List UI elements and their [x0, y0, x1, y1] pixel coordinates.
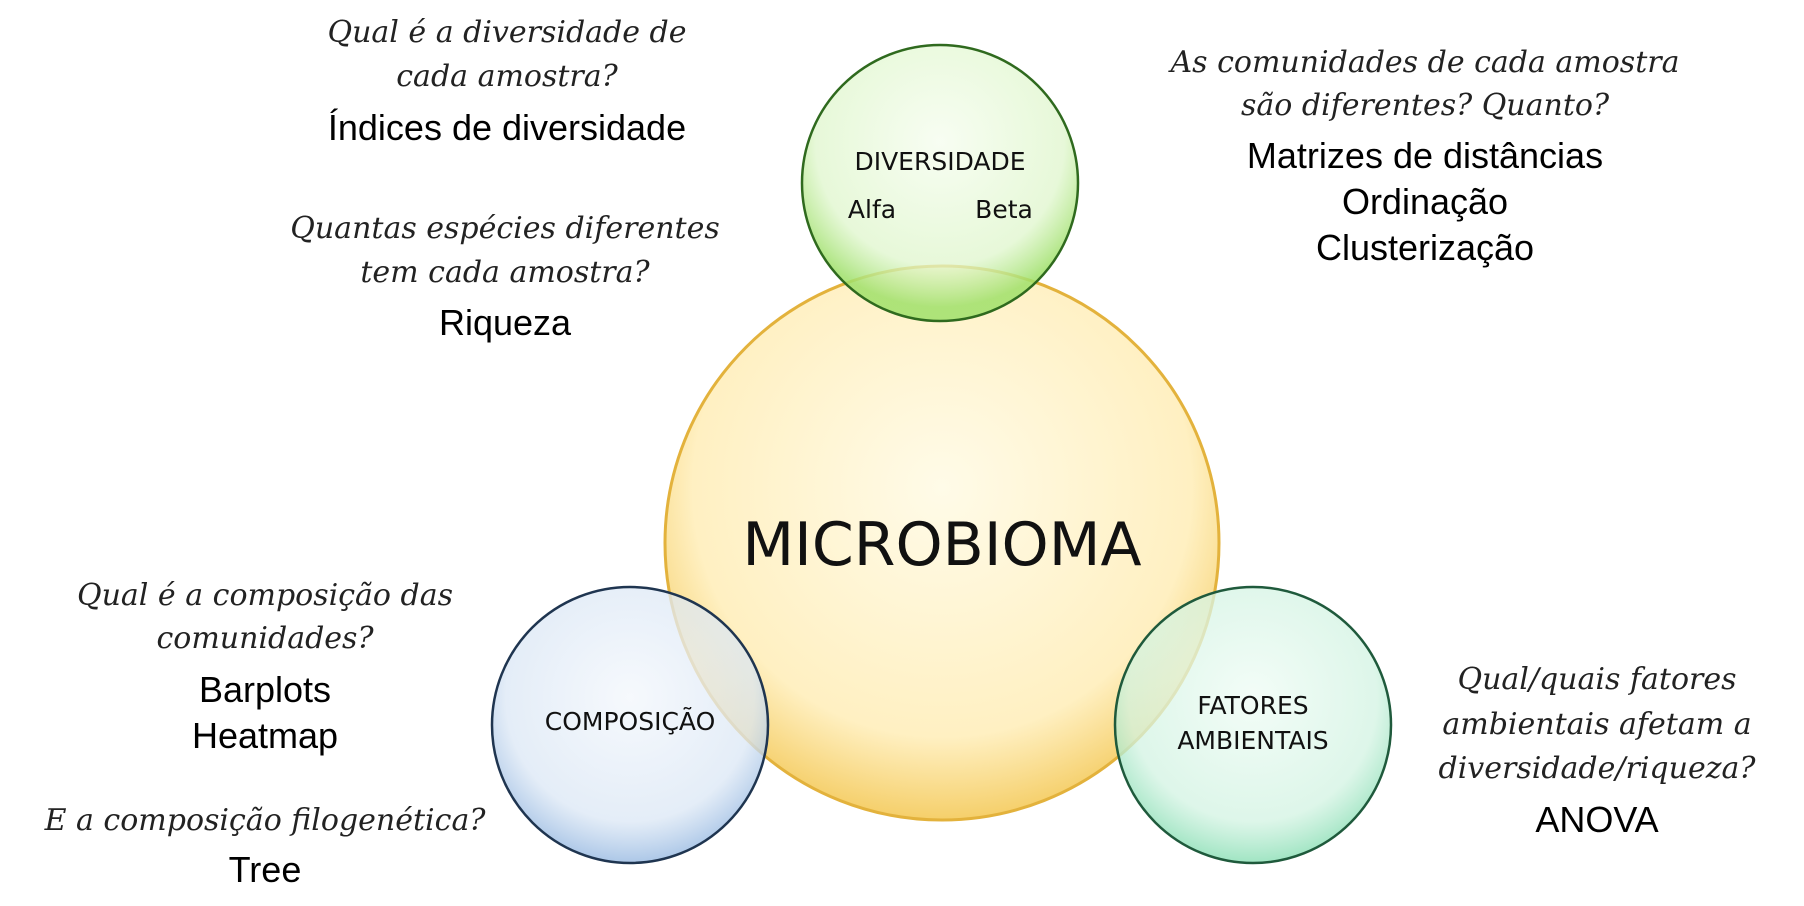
beta-question-block: As comunidades de cada amostra são difer… — [1167, 45, 1679, 268]
question-line: ambientais afetam a — [1442, 707, 1751, 742]
filogenetica-question-block: E a composição filogenética? Tree — [44, 803, 487, 890]
question-line: comunidades? — [156, 621, 374, 656]
answer-text: Índices de diversidade — [328, 107, 686, 148]
answer-text: Clusterização — [1316, 227, 1534, 268]
answer-text: Barplots — [199, 669, 331, 710]
diversidade-label: DIVERSIDADE — [854, 147, 1025, 176]
answer-text: Riqueza — [439, 302, 572, 343]
question-line: cada amostra? — [396, 59, 618, 94]
question-line: Qual é a diversidade de — [327, 15, 686, 50]
answer-text: Matrizes de distâncias — [1247, 135, 1603, 176]
fatores-label-line2: AMBIENTAIS — [1177, 726, 1328, 755]
answer-text: ANOVA — [1535, 799, 1658, 840]
question-line: As comunidades de cada amostra — [1167, 45, 1679, 80]
diversidade-question-block: Qual é a diversidade de cada amostra? Ín… — [327, 15, 686, 148]
question-line: E a composição filogenética? — [44, 803, 487, 838]
microbioma-label: MICROBIOMA — [742, 510, 1141, 580]
answer-text: Heatmap — [192, 715, 338, 756]
answer-text: Ordinação — [1342, 181, 1508, 222]
composicao-question-block: Qual é a composição das comunidades? Bar… — [77, 578, 453, 756]
fatores-question-block: Qual/quais fatores ambientais afetam a d… — [1439, 662, 1757, 840]
diversidade-circle — [800, 43, 1080, 323]
composicao-circle — [490, 585, 770, 865]
fatores-circle — [1113, 585, 1393, 865]
question-line: Quantas espécies diferentes — [290, 211, 719, 246]
question-line: são diferentes? Quanto? — [1241, 88, 1610, 123]
fatores-label-line1: FATORES — [1197, 691, 1308, 720]
question-line: Qual/quais fatores — [1457, 662, 1736, 697]
question-line: diversidade/riqueza? — [1439, 751, 1757, 786]
alfa-label: Alfa — [848, 195, 896, 224]
riqueza-question-block: Quantas espécies diferentes tem cada amo… — [290, 211, 719, 343]
composicao-label: COMPOSIÇÃO — [545, 706, 716, 736]
answer-text: Tree — [229, 849, 302, 890]
question-line: Qual é a composição das — [77, 578, 453, 613]
question-line: tem cada amostra? — [360, 255, 650, 290]
beta-label: Beta — [975, 195, 1033, 224]
